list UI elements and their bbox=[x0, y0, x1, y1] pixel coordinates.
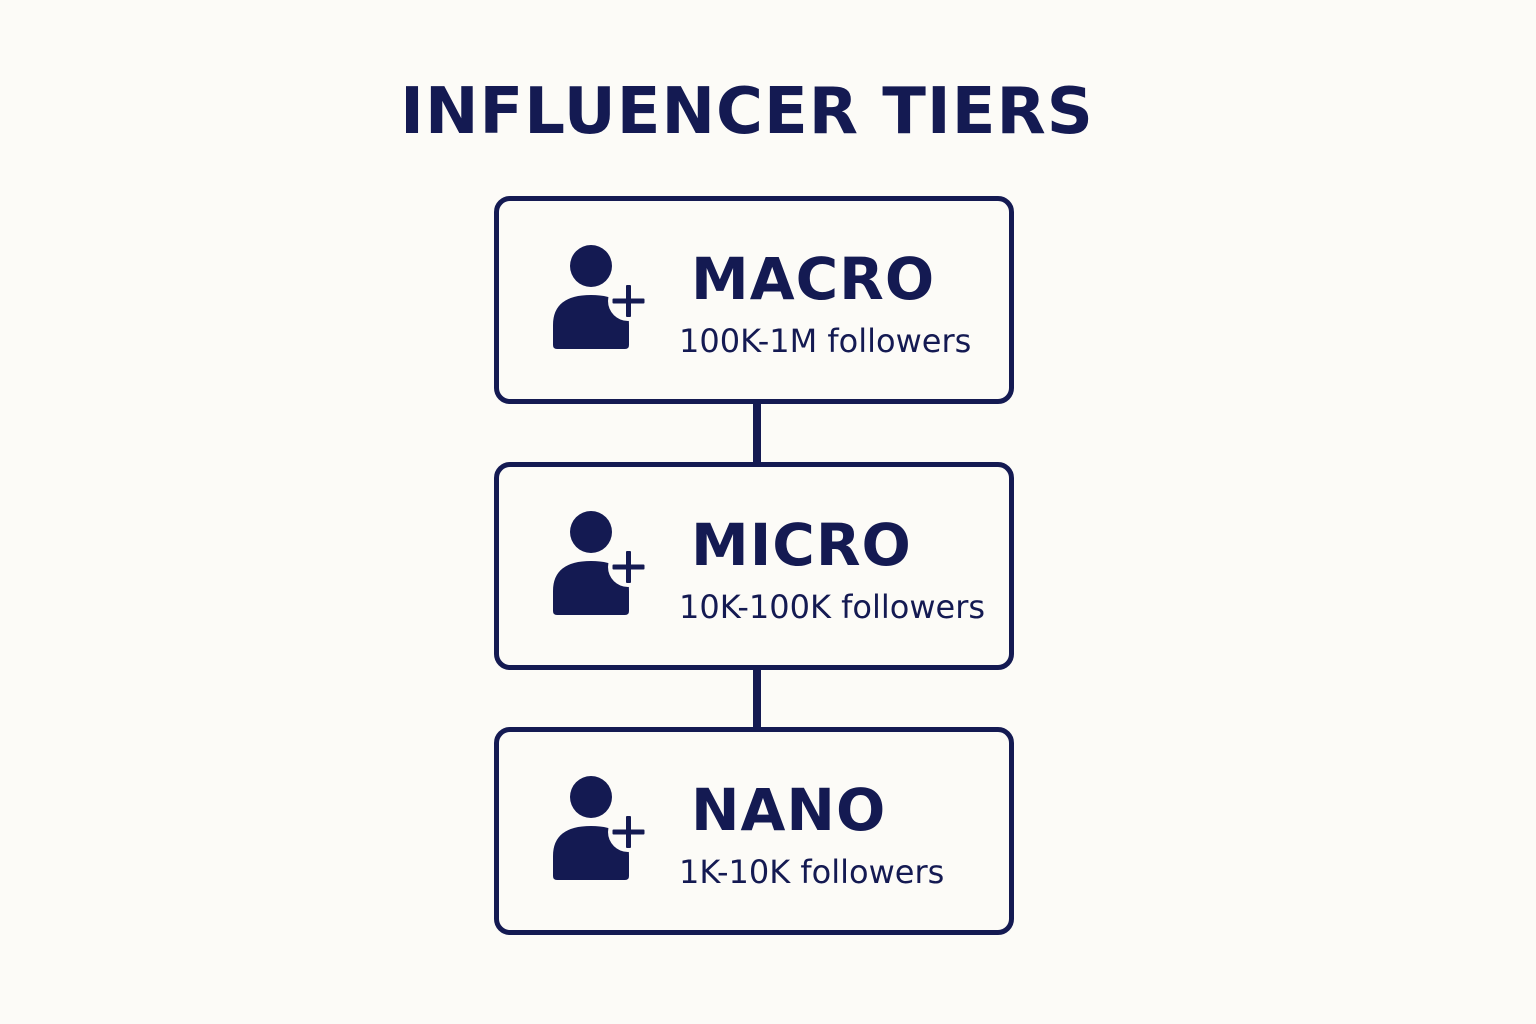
tier-name: NANO bbox=[691, 776, 887, 844]
tier-box-micro: MICRO 10K-100K followers bbox=[494, 462, 1014, 670]
tier-followers: 1K-10K followers bbox=[679, 853, 945, 891]
diagram-title: INFLUENCER TIERS bbox=[400, 75, 1094, 149]
tier-box-nano: NANO 1K-10K followers bbox=[494, 727, 1014, 935]
person-add-icon bbox=[551, 243, 651, 353]
connector-line bbox=[753, 404, 761, 462]
person-add-icon bbox=[551, 774, 651, 884]
tier-followers: 100K-1M followers bbox=[679, 322, 972, 360]
tier-name: MACRO bbox=[691, 245, 936, 313]
tier-followers: 10K-100K followers bbox=[679, 588, 986, 626]
person-add-icon bbox=[551, 509, 651, 619]
tier-box-macro: MACRO 100K-1M followers bbox=[494, 196, 1014, 404]
connector-line bbox=[753, 670, 761, 727]
tier-name: MICRO bbox=[691, 511, 912, 579]
